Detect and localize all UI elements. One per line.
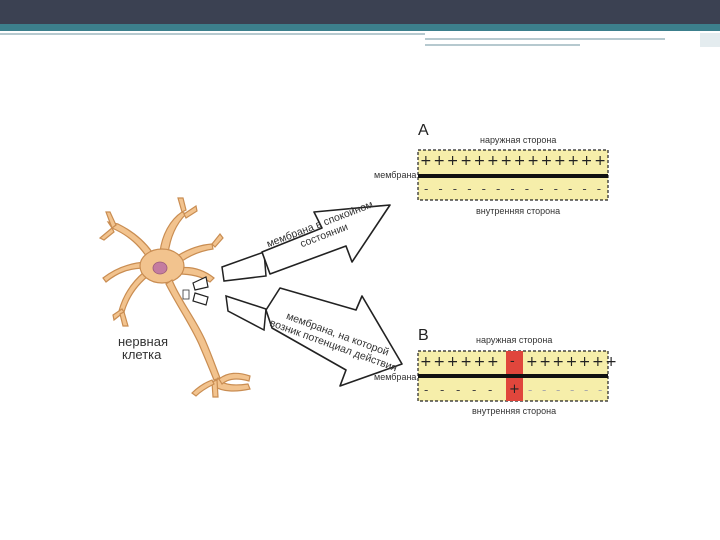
arrow-top [261, 204, 391, 275]
charge-plus: + [592, 354, 604, 370]
charge-plus: + [420, 354, 432, 370]
charge-minus: - [582, 182, 587, 196]
charge-plus: + [460, 354, 472, 370]
decor-line-4 [700, 33, 720, 47]
panel-a-membrane [417, 149, 609, 201]
charge-plus: + [580, 153, 593, 169]
panel-b-letter: B [418, 327, 429, 344]
decor-line-2 [425, 38, 665, 40]
charge-plus: + [433, 153, 446, 169]
panel-b-outer-charges: ++++++-+++++++ [418, 353, 617, 371]
charge-plus: + [539, 354, 551, 370]
panel-b-inner-label: внутренняя сторона [472, 406, 557, 416]
zoom-small-bottom [192, 292, 209, 306]
charge-minus-depolarized: - [510, 354, 515, 369]
charge-plus: + [540, 153, 553, 169]
charge-plus: + [526, 354, 538, 370]
neuron-nucleus [152, 261, 168, 275]
cell-label: нервная клетка [118, 335, 168, 361]
charge-minus: - [542, 383, 547, 397]
charge-minus: - [524, 182, 530, 196]
charge-plus: + [567, 153, 580, 169]
charge-plus: + [487, 153, 499, 169]
charge-minus: - [539, 182, 544, 196]
charge-plus: + [473, 153, 486, 169]
decor-line-3 [425, 44, 580, 46]
panel-a-inner-charges: ------------- [418, 180, 608, 198]
charge-plus: + [552, 354, 565, 370]
charge-minus: - [510, 182, 515, 196]
panel-a-outer-label: наружная сторона [480, 135, 557, 145]
charge-minus: - [596, 182, 602, 196]
charge-minus: - [472, 383, 477, 397]
charge-plus: + [446, 354, 459, 370]
panel-b-outer-label: наружная сторона [476, 335, 553, 345]
charge-minus: - [424, 182, 429, 196]
slide-accent-bar [0, 24, 720, 31]
charge-minus: - [568, 182, 573, 196]
zoom-trapezoid-bottom [225, 294, 267, 332]
neuron-cell [98, 197, 251, 398]
decor-line-1 [0, 33, 425, 35]
charge-plus: + [433, 354, 446, 370]
charge-minus: - [488, 383, 493, 397]
arrow-bottom [265, 287, 403, 387]
charge-minus: - [452, 182, 458, 196]
panel-a-membrane-label: мембрана [374, 170, 417, 180]
charge-minus: - [570, 383, 575, 397]
charge-minus: - [528, 383, 533, 397]
charge-plus: + [420, 153, 432, 169]
charge-minus: - [553, 182, 558, 196]
panel-a-outer-charges: ++++++++++++++ [418, 152, 608, 170]
charge-minus: - [438, 182, 443, 196]
charge-minus: - [481, 182, 486, 196]
charge-plus: + [605, 354, 617, 370]
panel-a-letter: A [418, 122, 429, 139]
charge-plus: + [473, 354, 486, 370]
neuron-patch-marker [182, 289, 190, 300]
charge-plus-depolarized: + [509, 382, 520, 397]
slide-top-bar [0, 0, 720, 24]
charge-minus: - [456, 383, 461, 397]
charge-minus: - [598, 383, 603, 397]
panel-b-membrane [417, 350, 609, 402]
charge-plus: + [594, 153, 606, 169]
charge-plus: + [513, 153, 526, 169]
panel-b-inner-charges: -----+------ [418, 381, 608, 399]
charge-plus: + [527, 153, 539, 169]
cell-label-line1: нервная [118, 334, 168, 349]
charge-plus: + [446, 153, 459, 169]
charge-plus: + [500, 153, 513, 169]
charge-minus: - [556, 383, 561, 397]
charge-minus: - [467, 182, 472, 196]
charge-plus: + [554, 153, 566, 169]
charge-minus: - [496, 182, 501, 196]
charge-minus: - [584, 383, 589, 397]
charge-plus: + [487, 354, 499, 370]
zoom-small-top [192, 276, 209, 291]
panel-b-membrane-label: мембрана [374, 372, 417, 382]
zoom-trapezoid-top [221, 250, 267, 282]
panel-a-inner-label: внутренняя сторона [476, 206, 561, 216]
charge-minus: - [440, 383, 445, 397]
cell-label-line2: клетка [122, 347, 162, 362]
charge-minus: - [424, 383, 429, 397]
charge-plus: + [565, 354, 578, 370]
charge-plus: + [578, 354, 591, 370]
charge-plus: + [460, 153, 472, 169]
